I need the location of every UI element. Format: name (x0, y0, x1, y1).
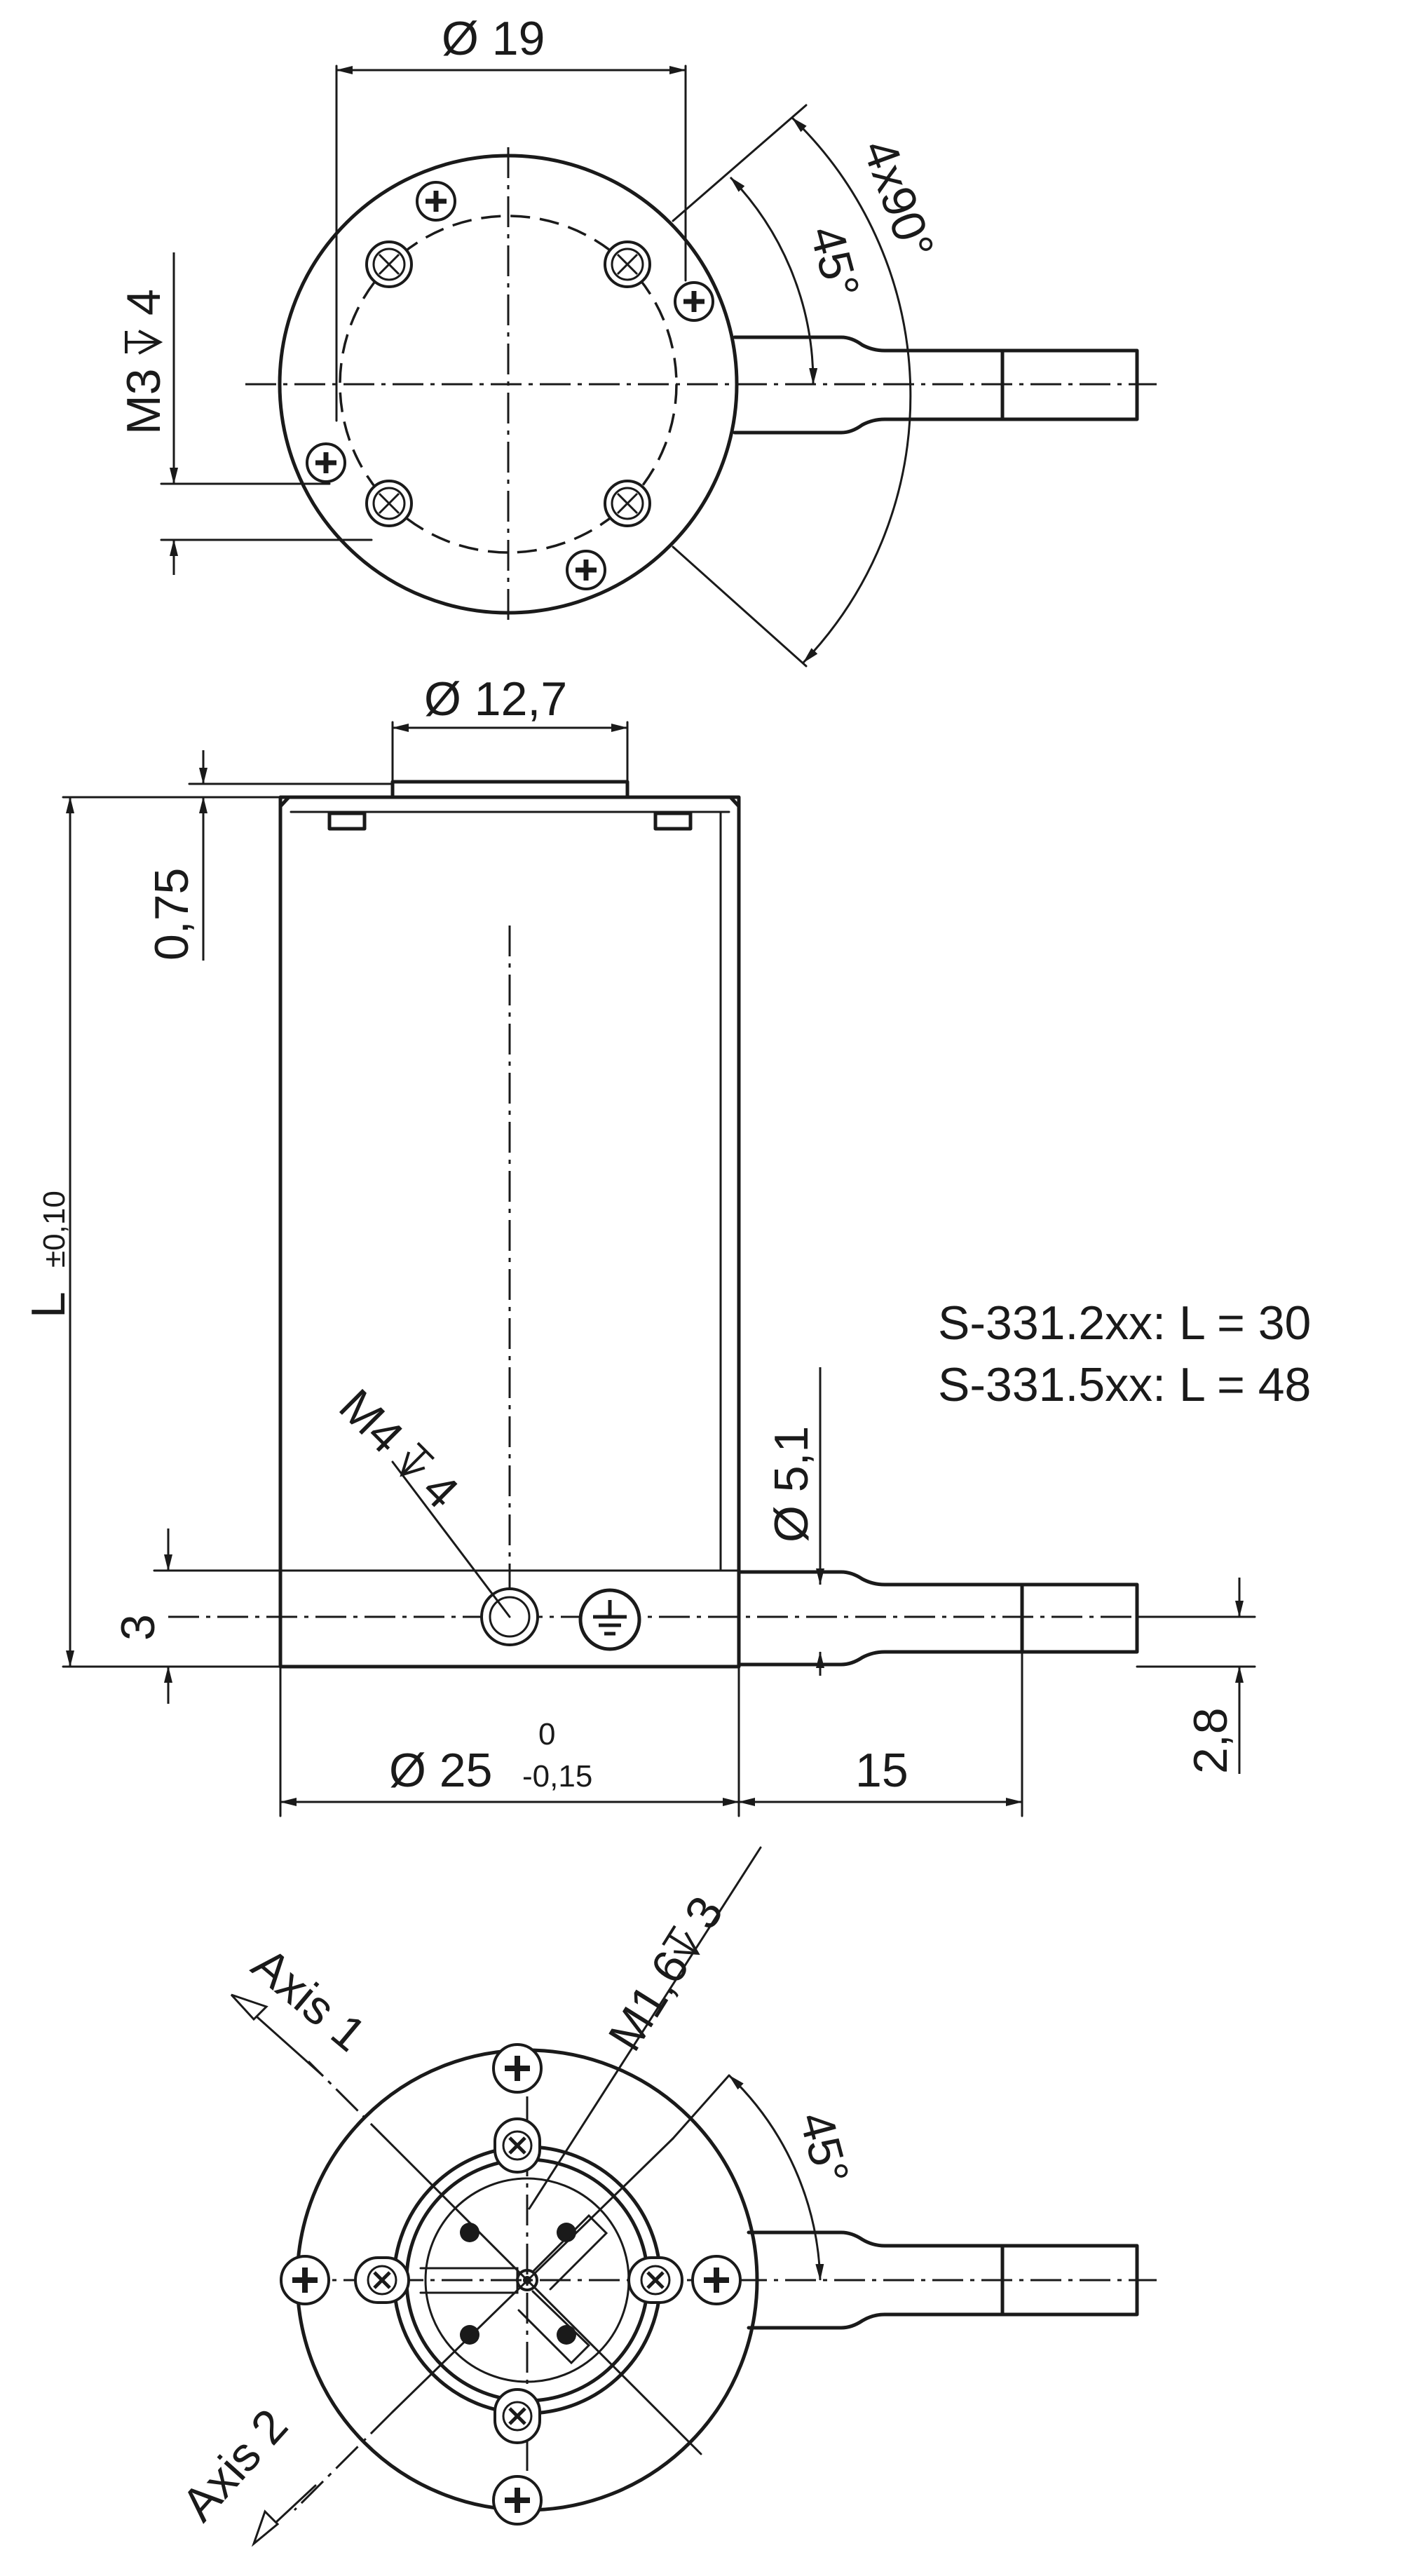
axis2-arrow (251, 2484, 317, 2547)
bottom-hole-4 (557, 2325, 576, 2345)
variant-line-1: S-331.2xx: L = 30 (938, 1296, 1311, 1350)
side-dim-cable-dia: Ø 5,1 (765, 1426, 818, 1543)
side-dim-length: L ±0,10 (22, 1191, 75, 1318)
top-hole-1 (365, 240, 413, 288)
variant-line-2: S-331.5xx: L = 48 (938, 1358, 1311, 1411)
bottom-hole-3 (460, 2325, 479, 2345)
bottom-screw-top (494, 2045, 541, 2092)
top-angle-inner-arc (729, 176, 818, 385)
top-dim-thread: M3 4 (117, 289, 170, 435)
top-hole-2 (604, 240, 651, 288)
side-dim-dia127: Ø 12,7 (424, 672, 567, 726)
bottom-view: Axis 1 Axis 2 M1,6 3 45° (172, 1846, 1157, 2547)
svg-text:M1,6: M1,6 (598, 1941, 700, 2059)
side-dim-3: 3 (111, 1614, 165, 1641)
side-clip-right (653, 811, 693, 831)
top-screw-4 (567, 551, 605, 589)
svg-text:±0,10: ±0,10 (37, 1191, 72, 1268)
bottom-screw-left (281, 2256, 329, 2304)
side-cable-sleeve (737, 1570, 1024, 1667)
bottom-lug-top (495, 2119, 540, 2172)
svg-text:M3: M3 (117, 369, 170, 435)
axis1-label: Axis 1 (242, 1937, 376, 2061)
side-dim-m4: M4 4 (329, 1379, 468, 1519)
bottom-lug-left (355, 2258, 409, 2303)
top-angle-inner: 45° (800, 220, 870, 304)
side-dim-tol-lower: -0,15 (522, 1759, 592, 1794)
top-angle-outer-arc (791, 116, 912, 664)
svg-text:M4: M4 (329, 1379, 414, 1464)
bottom-hole-1 (460, 2223, 479, 2242)
side-dim-28: 2,8 (1184, 1707, 1237, 1774)
svg-text:3: 3 (674, 1887, 733, 1938)
top-view: Ø 19 M3 4 4x90° 45° (117, 12, 1157, 667)
axis2-label: Axis 2 (172, 2399, 298, 2531)
svg-text:4: 4 (117, 289, 170, 316)
top-hole-4 (604, 480, 651, 527)
side-dim-dia25: Ø 25 (389, 1744, 492, 1797)
top-cable-wire (1000, 348, 1139, 421)
bottom-lug-right (629, 2258, 682, 2303)
top-dim-dia19: Ø 19 (442, 12, 545, 65)
side-dim-tol-upper: 0 (538, 1717, 555, 1751)
side-top-boss (390, 780, 629, 799)
top-angle-outer: 4x90° (852, 133, 944, 266)
svg-text:4: 4 (412, 1463, 468, 1519)
top-screw-3 (307, 444, 345, 482)
bottom-screw-bottom (494, 2476, 541, 2524)
top-screw-1 (417, 182, 455, 220)
bottom-angle-arc (728, 2074, 824, 2281)
bottom-screw-right (693, 2256, 740, 2304)
side-dim-075: 0,75 (145, 868, 198, 961)
bottom-lug-bottom (495, 2389, 540, 2443)
side-dim-15: 15 (855, 1744, 908, 1797)
side-cable-wire (1020, 1582, 1139, 1654)
svg-text:L: L (22, 1292, 75, 1318)
side-clip-left (327, 811, 367, 831)
top-hole-3 (365, 480, 413, 527)
ground-icon (578, 1588, 641, 1651)
top-screw-2 (675, 283, 713, 320)
axis1-arrow (230, 1993, 324, 2077)
side-view: Ø 12,7 0,75 L ±0,10 3 Ø 5,1 2,8 (22, 672, 1311, 1817)
bottom-hole-2 (557, 2223, 576, 2242)
bottom-dim-m16: M1,6 3 (598, 1887, 733, 2060)
bottom-cable-wire (1000, 2244, 1139, 2317)
